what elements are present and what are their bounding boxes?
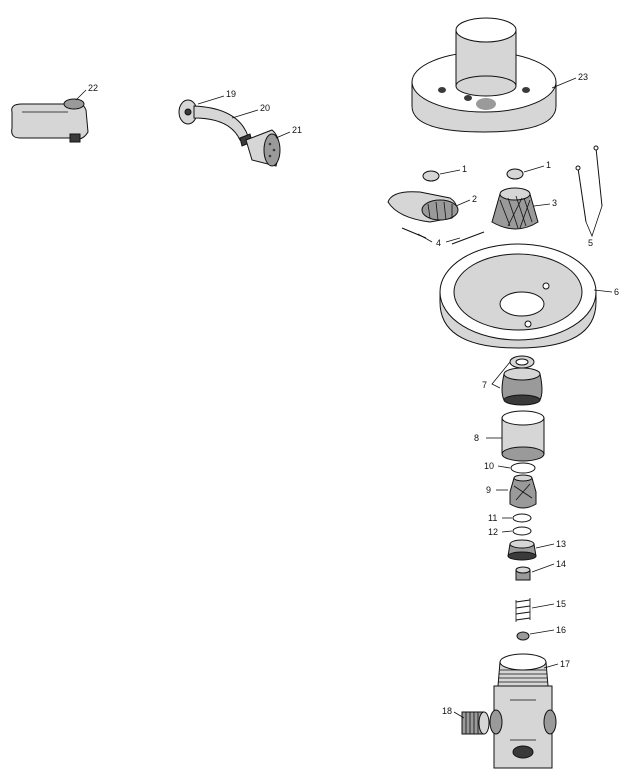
seat [515, 566, 531, 581]
callout-9: 9 [486, 485, 491, 495]
callout-13: 13 [556, 539, 566, 549]
washer-12 [512, 526, 532, 536]
callout-18: 18 [442, 706, 452, 716]
escutcheon-sleeve [411, 17, 557, 133]
stop [516, 631, 530, 641]
leader-7 [491, 361, 511, 389]
callout-3: 3 [552, 198, 557, 208]
leader-2 [455, 199, 471, 207]
leader-1a [439, 169, 461, 175]
callout-4: 4 [436, 238, 441, 248]
cap-left [422, 170, 440, 182]
leader-17 [543, 663, 559, 669]
washer-11 [512, 513, 532, 523]
leader-18 [453, 711, 465, 719]
leader-23 [551, 77, 577, 89]
lever-handle [387, 191, 459, 223]
leader-20 [231, 109, 259, 119]
callout-17: 17 [560, 659, 570, 669]
adapter-fitting [461, 711, 490, 735]
callout-20: 20 [260, 103, 270, 113]
callout-21: 21 [292, 125, 302, 135]
callout-12: 12 [488, 527, 498, 537]
shower-arm-assembly [178, 99, 281, 167]
leader-5 [585, 205, 603, 238]
callout-1a: 1 [462, 164, 467, 174]
leader-10 [497, 465, 511, 469]
cap-right [506, 168, 524, 180]
leader-16 [529, 629, 555, 635]
leader-14 [531, 563, 555, 573]
callout-23: 23 [578, 72, 588, 82]
mounting-screws [575, 145, 603, 223]
knob-handle [491, 187, 539, 230]
bonnet-ring [501, 355, 543, 406]
leader-22 [75, 89, 87, 101]
nut [507, 539, 537, 561]
callout-16: 16 [556, 625, 566, 635]
spring [515, 598, 531, 622]
callout-15: 15 [556, 599, 566, 609]
leader-3 [533, 203, 551, 207]
callout-7: 7 [482, 380, 487, 390]
callout-14: 14 [556, 559, 566, 569]
o-ring [510, 462, 536, 474]
callout-22: 22 [88, 83, 98, 93]
escutcheon-plate [439, 243, 597, 349]
callout-8: 8 [474, 433, 479, 443]
callout-2: 2 [472, 194, 477, 204]
callout-11: 11 [488, 513, 497, 523]
tub-spout [11, 98, 89, 143]
callout-6: 6 [614, 287, 619, 297]
leader-15 [531, 603, 555, 609]
leader-4 [417, 233, 461, 243]
leader-21 [275, 131, 291, 139]
callout-1b: 1 [546, 160, 551, 170]
callout-10: 10 [484, 461, 494, 471]
leader-12 [501, 530, 513, 533]
leader-19 [197, 95, 225, 105]
handle-screw-right [451, 231, 485, 245]
leader-6 [593, 289, 613, 293]
leader-13 [535, 543, 555, 549]
callout-5: 5 [588, 238, 593, 248]
cartridge [509, 474, 537, 509]
valve-body [489, 653, 557, 769]
callout-19: 19 [226, 89, 236, 99]
sleeve [501, 410, 545, 462]
leader-1b [523, 165, 545, 173]
